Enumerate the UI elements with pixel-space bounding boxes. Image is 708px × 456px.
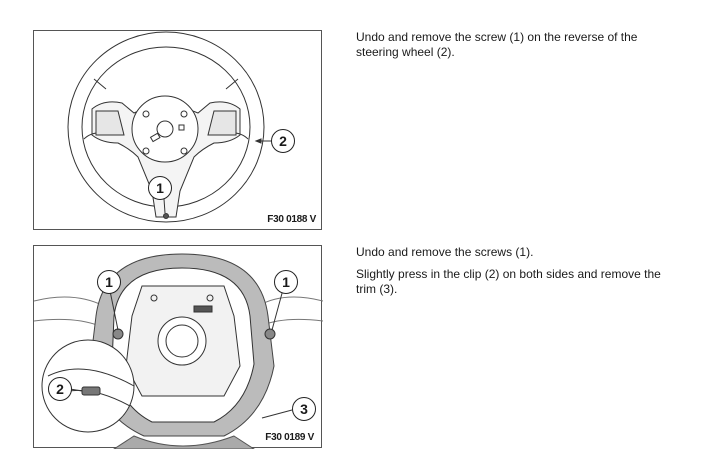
callout-1-right: 1 xyxy=(274,270,298,294)
steering-wheel-illustration xyxy=(67,31,271,223)
figure-steering-wheel-reverse: 1 2 F30 0188 V xyxy=(33,30,322,230)
callout-1-left: 1 xyxy=(97,270,121,294)
figure-label: F30 0188 V xyxy=(267,214,316,225)
figure-label: F30 0189 V xyxy=(263,432,316,443)
instruction-text: Undo and remove the screw (1) on the rev… xyxy=(356,30,638,59)
callout-2: 2 xyxy=(271,129,295,153)
callout-2: 2 xyxy=(48,377,72,401)
callout-1: 1 xyxy=(148,176,172,200)
instruction-text: Undo and remove the screws (1). xyxy=(356,245,534,259)
step-2-instructions: Undo and remove the screws (1). Slightly… xyxy=(356,245,676,304)
figure-steering-wheel-trim: 1 1 2 3 F30 0189 V xyxy=(33,245,323,449)
callout-3: 3 xyxy=(292,397,316,421)
step-1-instructions: Undo and remove the screw (1) on the rev… xyxy=(356,30,676,67)
steering-wheel-trim-illustration xyxy=(34,253,323,449)
instruction-text: Slightly press in the clip (2) on both s… xyxy=(356,267,661,296)
